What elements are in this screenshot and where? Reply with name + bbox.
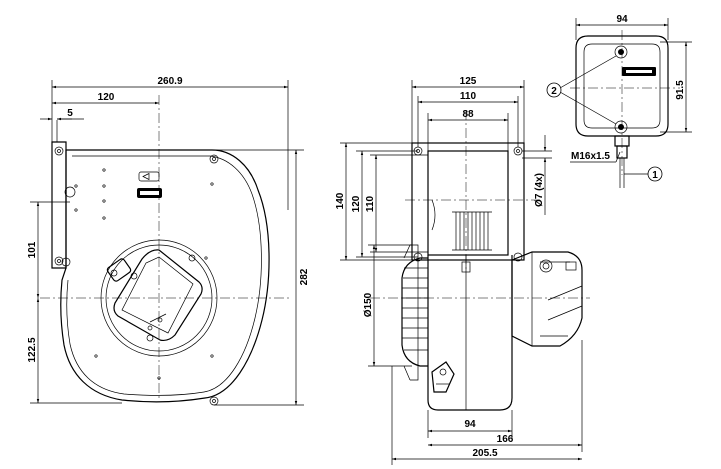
- callout-1-label: 1: [652, 170, 658, 181]
- dim-depth-94: 94: [427, 410, 513, 438]
- callout-2-label: 2: [551, 86, 557, 97]
- motor-square: [113, 249, 203, 342]
- thread-label: M16x1.5: [570, 151, 621, 163]
- inlet-ring: [100, 239, 218, 357]
- dim-label-101: 101: [27, 241, 38, 258]
- dim-box-height: 91.5: [660, 41, 692, 133]
- dim-inlet-diameter: Ø150: [363, 244, 412, 367]
- dim-label-88: 88: [462, 109, 474, 120]
- dim-label-m16: M16x1.5: [571, 151, 610, 162]
- dim-upper-height: 101: [27, 201, 70, 298]
- dim-depth-166: 166: [428, 340, 583, 452]
- warning-label: [138, 171, 160, 182]
- dim-label-140: 140: [335, 192, 346, 209]
- dim-width-88: 88: [427, 109, 509, 151]
- dim-label-150: Ø150: [363, 292, 374, 317]
- dim-label-91-5: 91.5: [675, 80, 686, 100]
- mounting-flange: [51, 141, 67, 269]
- dim-label-260-9: 260.9: [157, 76, 182, 87]
- dim-lower-height: 122.5: [27, 298, 122, 404]
- terminal-box-view: 94 91.5 2 1 M16x1.5: [546, 14, 692, 188]
- dim-label-120-front: 120: [98, 92, 115, 103]
- dim-label-94-side: 94: [464, 419, 476, 430]
- dim-label-110-horizontal: 110: [460, 91, 477, 102]
- dim-label-94-box: 94: [616, 14, 628, 25]
- dim-height-140: 140: [335, 142, 412, 261]
- dim-flange: 5: [40, 108, 84, 142]
- side-view: 125 110 88 140 120: [335, 76, 590, 465]
- cable-gland: [614, 135, 630, 188]
- callout-1: 1: [624, 166, 663, 182]
- side-motor: [511, 251, 583, 347]
- dim-height-120: 120: [351, 150, 418, 258]
- callout-2: 2: [546, 55, 617, 125]
- dim-depth-205: 205.5: [391, 366, 582, 465]
- terminal-box: [575, 35, 669, 137]
- impeller-blades: [452, 211, 492, 251]
- motor-connector: [106, 258, 167, 331]
- side-connector: [431, 361, 455, 393]
- inlet-nozzle: [401, 244, 428, 381]
- side-housing: [427, 255, 513, 411]
- dim-holes: Ø7 (4x): [522, 135, 552, 215]
- dim-label-282: 282: [299, 268, 310, 285]
- dim-label-122-5: 122.5: [27, 337, 38, 362]
- dim-width-125: 125: [411, 76, 525, 143]
- dim-label-holes: Ø7 (4x): [534, 173, 545, 207]
- ebmpapst-logo-front: [137, 188, 162, 198]
- dim-total-height: 282: [212, 149, 310, 406]
- dim-overall-width: 260.9: [51, 76, 289, 210]
- dim-box-width: 94: [575, 14, 669, 40]
- dim-to-axis: 120: [52, 92, 159, 105]
- dim-width-110: 110: [417, 91, 519, 147]
- dim-label-5: 5: [67, 108, 73, 119]
- outlet-flange: [411, 142, 525, 261]
- dim-label-120-side: 120: [351, 195, 362, 212]
- ebmpapst-logo-box: [622, 67, 656, 76]
- dim-label-166: 166: [497, 434, 514, 445]
- scroll-housing: [60, 149, 270, 403]
- front-view: 260.9 120 5 101 122.5: [27, 76, 310, 406]
- housing-holes: [64, 168, 214, 380]
- dim-label-125: 125: [460, 76, 477, 87]
- dim-label-110-vertical: 110: [365, 195, 376, 212]
- dim-height-110: 110: [365, 154, 428, 253]
- dim-label-205-5: 205.5: [472, 448, 497, 459]
